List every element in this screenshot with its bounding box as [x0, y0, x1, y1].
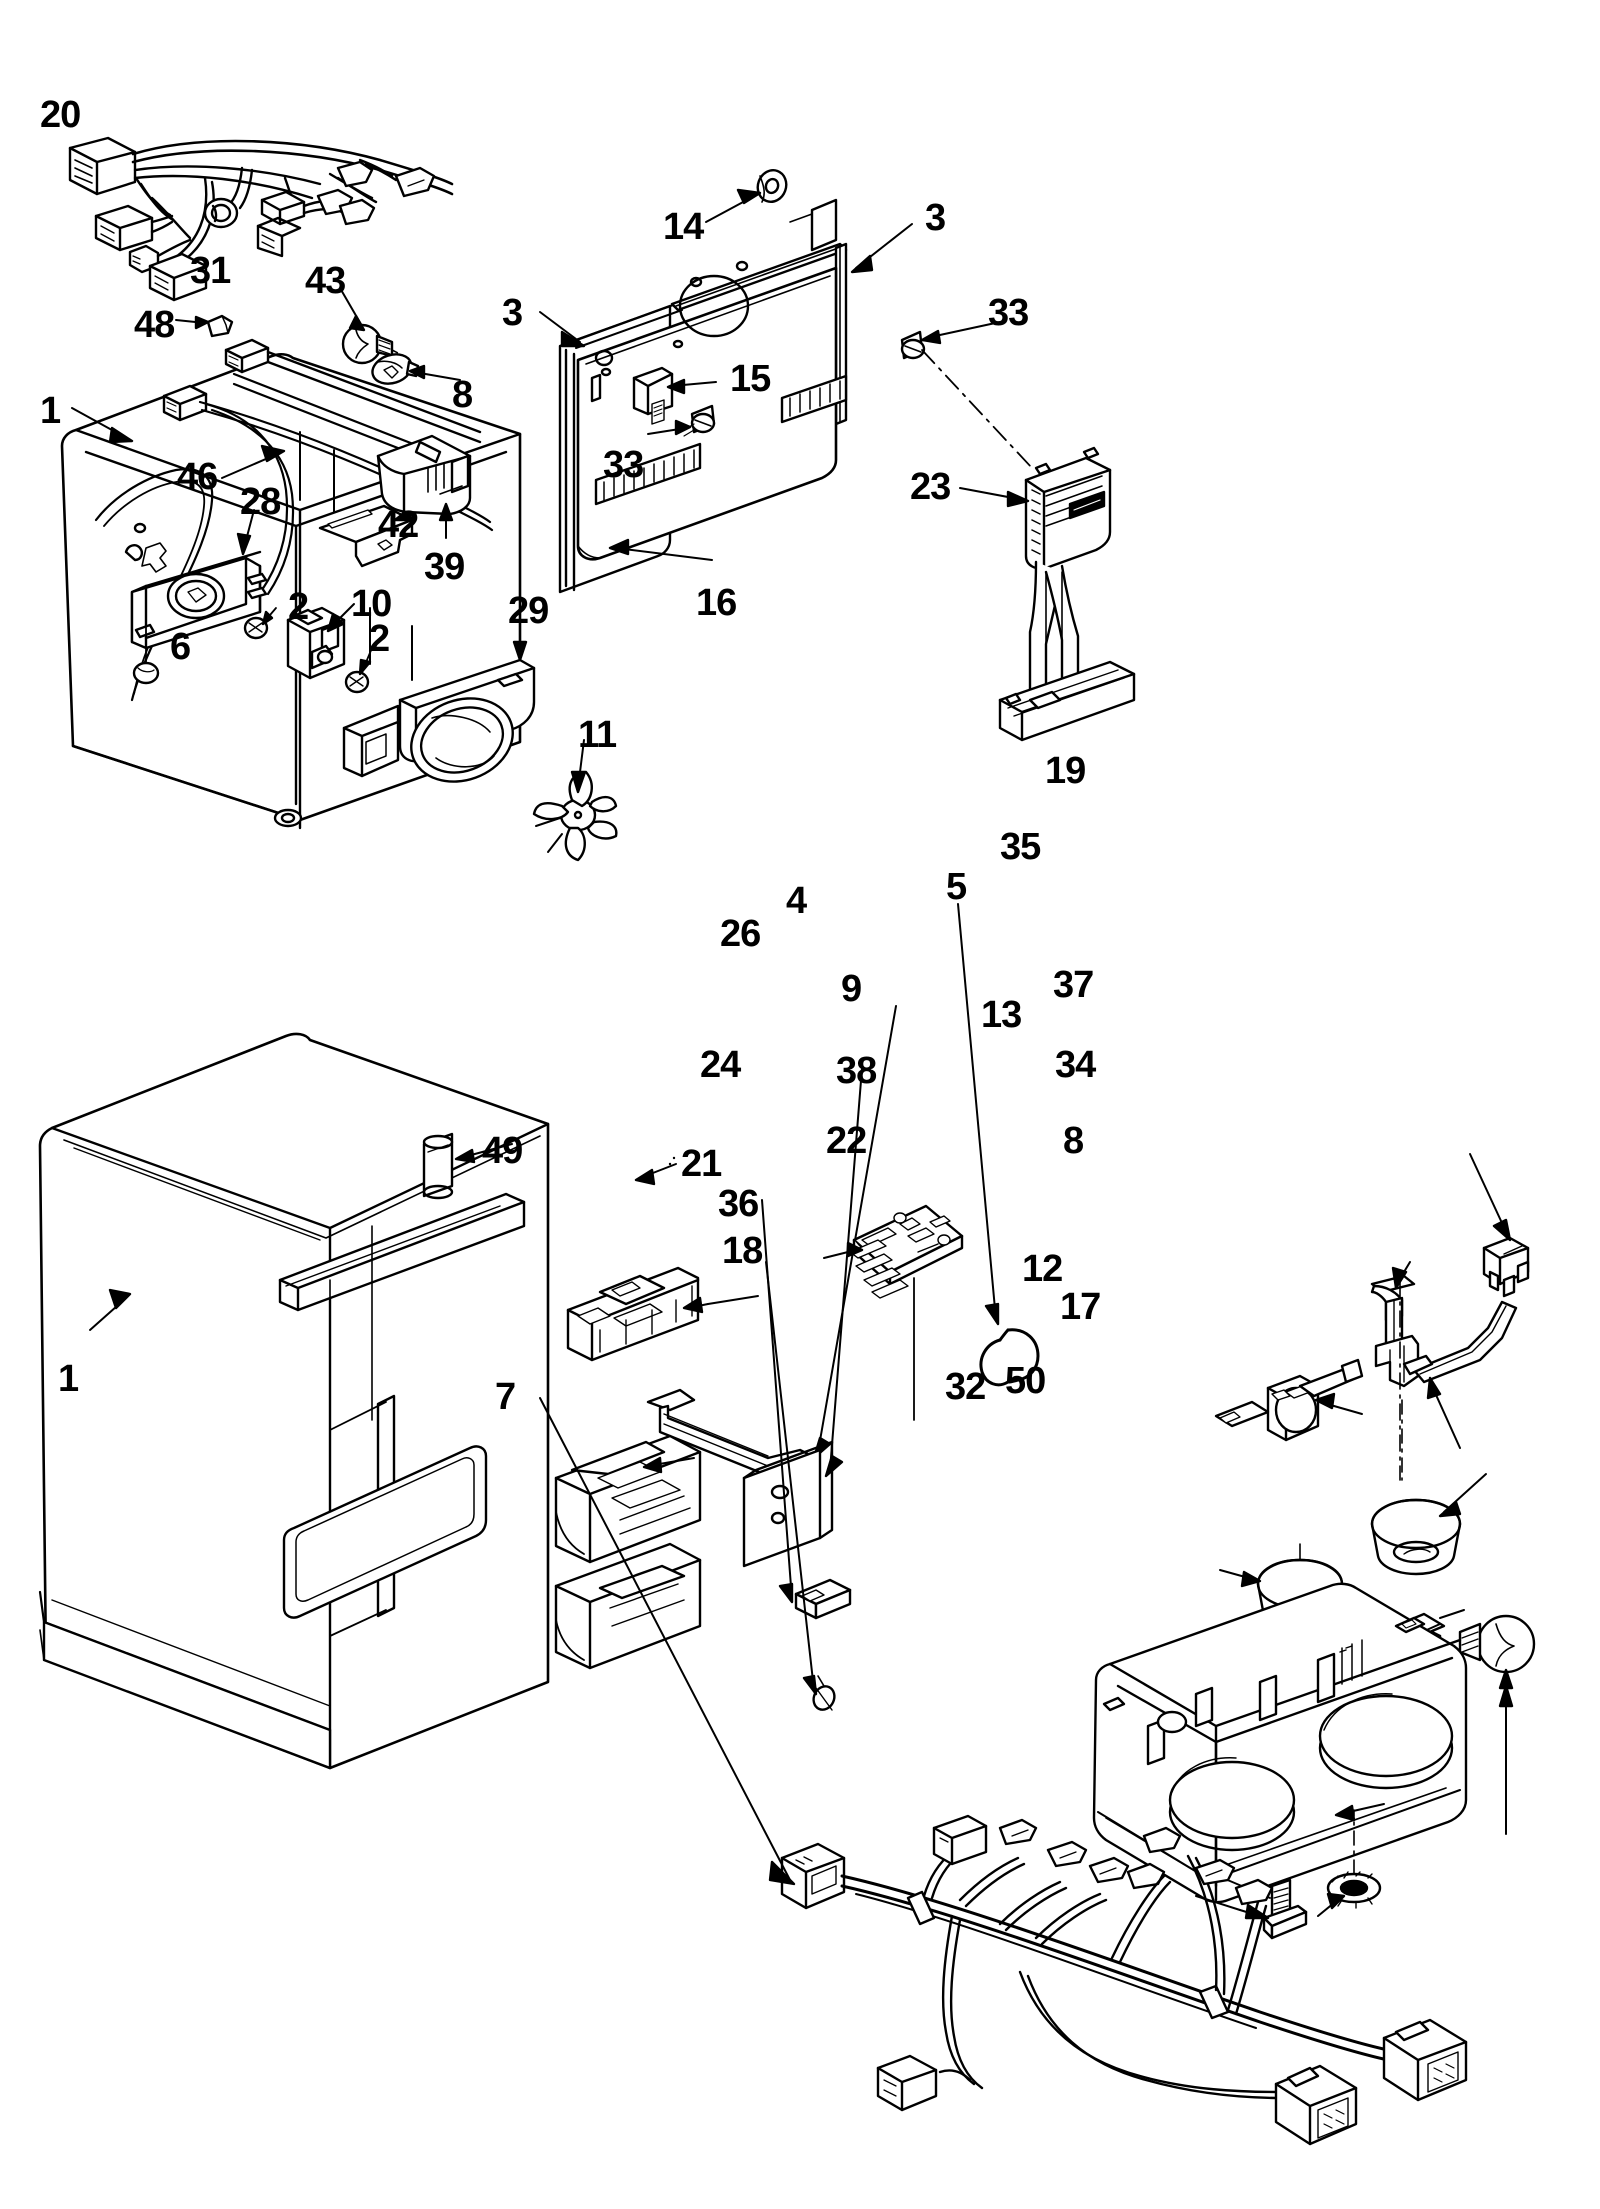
rear-panel-drawing	[539, 169, 1033, 594]
callout-35: 35	[1000, 826, 1041, 868]
callout-18: 18	[722, 1230, 763, 1272]
callout-34: 34	[1055, 1044, 1096, 1086]
upper-bulb-and-socket-drawing	[339, 287, 461, 385]
grommet-large-drawing	[1370, 1473, 1487, 1576]
callout-5: 5	[946, 866, 967, 908]
evaporator-fan-blade-drawing	[532, 739, 618, 862]
callout-48: 48	[134, 304, 175, 346]
callout-11: 11	[578, 714, 617, 756]
callout-33-left: 33	[603, 444, 644, 486]
compressor-bracket-drawing	[1370, 1272, 1420, 1481]
callout-32: 32	[945, 1366, 986, 1408]
lock-washer-drawing	[1317, 1809, 1382, 1917]
air-duct-lower-drawing	[554, 1156, 702, 1670]
callout-38: 38	[836, 1050, 877, 1092]
insulation-panel-drawing	[742, 1067, 863, 1568]
callout-7: 7	[495, 1376, 516, 1418]
callout-17: 17	[1060, 1286, 1101, 1328]
damper-control-drawing	[243, 603, 373, 694]
callout-4: 4	[786, 880, 807, 922]
callout-2-a: 2	[288, 586, 309, 628]
plug-button-drawing	[132, 622, 160, 685]
control-housing-drawing	[376, 434, 472, 539]
control-board-drawing	[823, 1204, 964, 1421]
thermal-fuse-drawing	[765, 1261, 836, 1711]
fan-shroud-drawing	[342, 619, 536, 783]
callout-36: 36	[718, 1183, 759, 1225]
callout-33-right: 33	[988, 292, 1029, 334]
callout-6: 6	[170, 626, 191, 668]
callout-2-b: 2	[369, 618, 390, 660]
compressor-base-pan-drawing	[1092, 1582, 1514, 1904]
callout-15: 15	[730, 358, 771, 400]
callout-19: 19	[1045, 750, 1086, 792]
callout-14: 14	[663, 206, 704, 248]
callout-10: 10	[351, 583, 392, 625]
callout-3-right: 3	[925, 197, 946, 239]
callout-3-left: 3	[502, 292, 523, 334]
ground-strap-drawing	[1402, 1300, 1518, 1449]
callout-8-lower: 8	[1063, 1120, 1084, 1162]
callout-9: 9	[841, 968, 862, 1010]
hex-screw-drawing	[1203, 1869, 1308, 1940]
callout-46: 46	[177, 456, 218, 498]
leveling-roller-drawing	[422, 1132, 513, 1200]
callout-24: 24	[700, 1044, 741, 1086]
callout-39: 39	[424, 546, 465, 588]
overload-relay-drawing	[1469, 1153, 1530, 1298]
callout-1-lower: 1	[58, 1358, 79, 1400]
callout-49: 49	[482, 1130, 523, 1172]
air-duct-upper-drawing	[554, 1434, 702, 1564]
callout-29: 29	[508, 590, 549, 632]
callout-21: 21	[681, 1143, 722, 1185]
callout-8-upper: 8	[452, 374, 473, 416]
callout-13: 13	[981, 994, 1022, 1036]
callout-12: 12	[1022, 1248, 1063, 1290]
callout-16: 16	[696, 582, 737, 624]
callout-43: 43	[305, 260, 346, 302]
callout-31: 31	[190, 250, 231, 292]
callout-42: 42	[378, 504, 419, 546]
callout-37: 37	[1053, 964, 1094, 1006]
callout-20: 20	[40, 94, 81, 136]
light-shield-bracket-drawing	[130, 509, 268, 650]
drain-trough-drawing	[566, 1266, 759, 1362]
light-wire-harness-drawing	[162, 338, 494, 596]
callout-1-upper: 1	[40, 390, 61, 432]
wire-clip-drawing	[175, 314, 234, 338]
drain-pan-valve-drawing	[1214, 1358, 1403, 1481]
callout-26: 26	[720, 913, 761, 955]
callout-22: 22	[826, 1120, 867, 1162]
retainer-clip-drawing	[957, 903, 1040, 1387]
lower-wiring-harness-drawing	[539, 1397, 1468, 2146]
base-grille-drawing	[959, 446, 1136, 742]
callout-28: 28	[240, 481, 281, 523]
cabinet-liner-lower-drawing	[38, 1032, 550, 1770]
callout-50: 50	[1005, 1360, 1046, 1402]
callout-23: 23	[910, 466, 951, 508]
main-wiring-harness-drawing	[68, 136, 454, 302]
